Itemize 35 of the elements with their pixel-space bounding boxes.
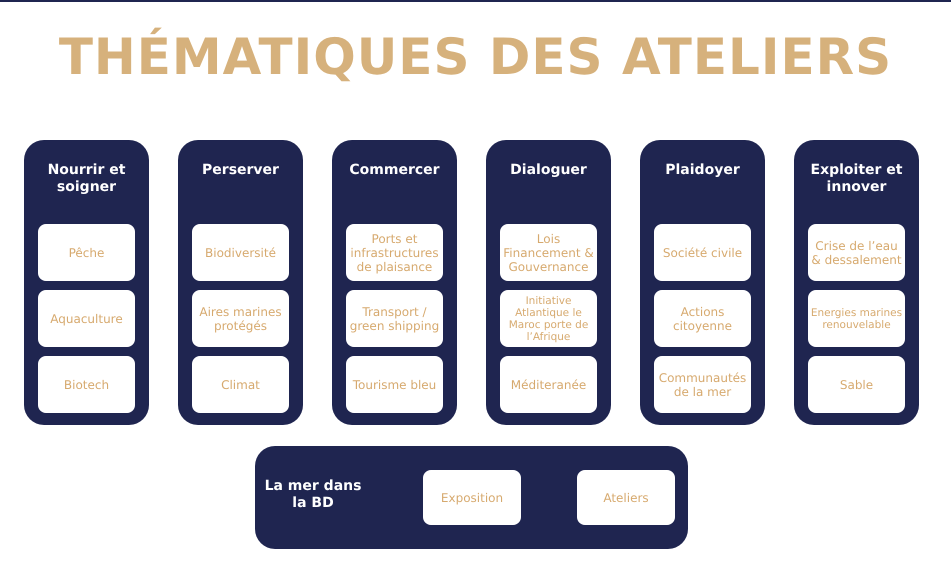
category-heading: Commercer [348,162,441,179]
topic-card: Exposition [423,470,521,525]
category-heading: Exploiter et innover [810,162,904,196]
topic-card: Lois Financement & Gouvernance [500,224,597,281]
topic-card: Ateliers [577,470,675,525]
category-heading: Plaidoyer [664,162,741,179]
category-panel [332,140,457,425]
category-panel [794,140,919,425]
topic-card: Transport / green shipping [346,290,443,347]
title: THÉMATIQUES DES ATELIERS [58,28,894,86]
topic-card: Crise de l’eau & dessalement [808,224,905,281]
topic-card: Energies marines renouvelable [808,290,905,347]
topic-card: Actions citoyenne [654,290,751,347]
category-heading: Dialoguer [509,162,588,179]
topic-card: Tourisme bleu [346,356,443,413]
topic-card: Aquaculture [38,290,135,347]
topic-card: Initiative Atlantique le Maroc porte de l’Afrique [500,290,597,347]
category-panel [255,446,688,549]
category-panel [486,140,611,425]
topic-card: Biotech [38,356,135,413]
topic-card: Sable [808,356,905,413]
topic-card: Pêche [38,224,135,281]
category-heading: La mer dans la BD [264,478,362,512]
category-panel [640,140,765,425]
category-heading: Perserver [201,162,280,179]
topic-card: Société civile [654,224,751,281]
category-heading: Nourrir et soigner [46,162,126,196]
topic-card: Méditeranée [500,356,597,413]
category-panel [24,140,149,425]
topic-card: Climat [192,356,289,413]
category-panel [178,140,303,425]
topic-card: Aires marines protégés [192,290,289,347]
topic-card: Communautés de la mer [654,356,751,413]
topic-card: Ports et infrastructures de plaisance [346,224,443,281]
topic-card: Biodiversité [192,224,289,281]
